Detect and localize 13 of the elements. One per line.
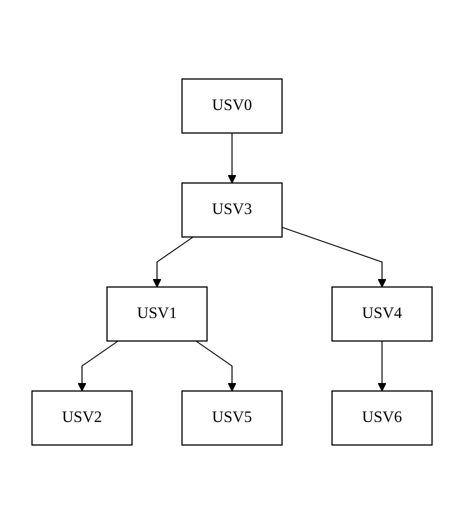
arrow bbox=[78, 340, 120, 391]
node-box: USV1 bbox=[106, 286, 208, 342]
node-box: USV2 bbox=[32, 390, 134, 446]
arrow bbox=[153, 236, 194, 287]
node-box: USV0 bbox=[182, 78, 284, 134]
arrow bbox=[196, 340, 237, 391]
arrow bbox=[378, 340, 387, 391]
arrow bbox=[282, 226, 387, 287]
node-box: USV5 bbox=[182, 390, 284, 446]
node-box: USV6 bbox=[332, 390, 434, 446]
node-box: USV3 bbox=[182, 182, 284, 238]
node-box: USV4 bbox=[332, 286, 434, 342]
arrow bbox=[228, 132, 237, 183]
